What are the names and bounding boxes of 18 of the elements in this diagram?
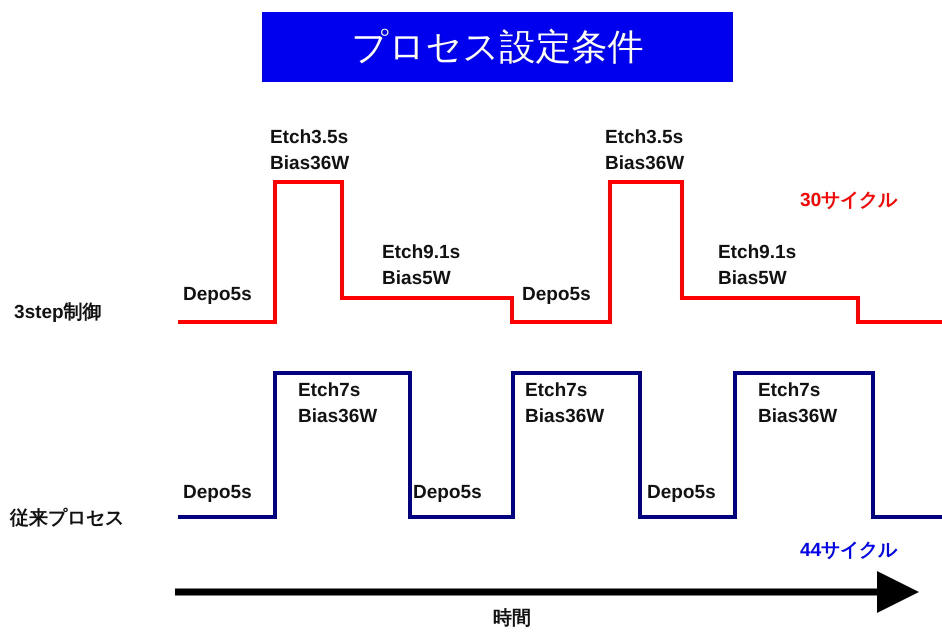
step-label: Etch7s Bias36W <box>525 379 606 429</box>
step-label: Etch9.1s Bias5W <box>382 241 462 291</box>
step-label: Etch7s Bias36W <box>298 379 378 429</box>
row-label: 3step制御 <box>14 301 103 325</box>
step-label: Depo5s <box>183 283 253 307</box>
step-label: Etch3.5s Bias36W <box>605 126 686 176</box>
step-label: Etch7s Bias36W <box>758 379 838 429</box>
cycle-count: 30サイクル <box>800 189 898 213</box>
step-label: Depo5s <box>647 481 717 505</box>
step-label: Depo5s <box>522 283 592 307</box>
cycle-count: 44サイクル <box>800 539 898 563</box>
step-label: Etch3.5s Bias36W <box>270 126 350 176</box>
title-banner: プロセス設定条件 <box>262 12 733 82</box>
step-label: Depo5s <box>413 481 483 505</box>
axis-label: 時間 <box>493 607 532 631</box>
row-label: 従来プロセス <box>10 506 125 531</box>
step-label: Depo5s <box>183 481 253 505</box>
step-label: Etch9.1s Bias5W <box>718 241 798 291</box>
